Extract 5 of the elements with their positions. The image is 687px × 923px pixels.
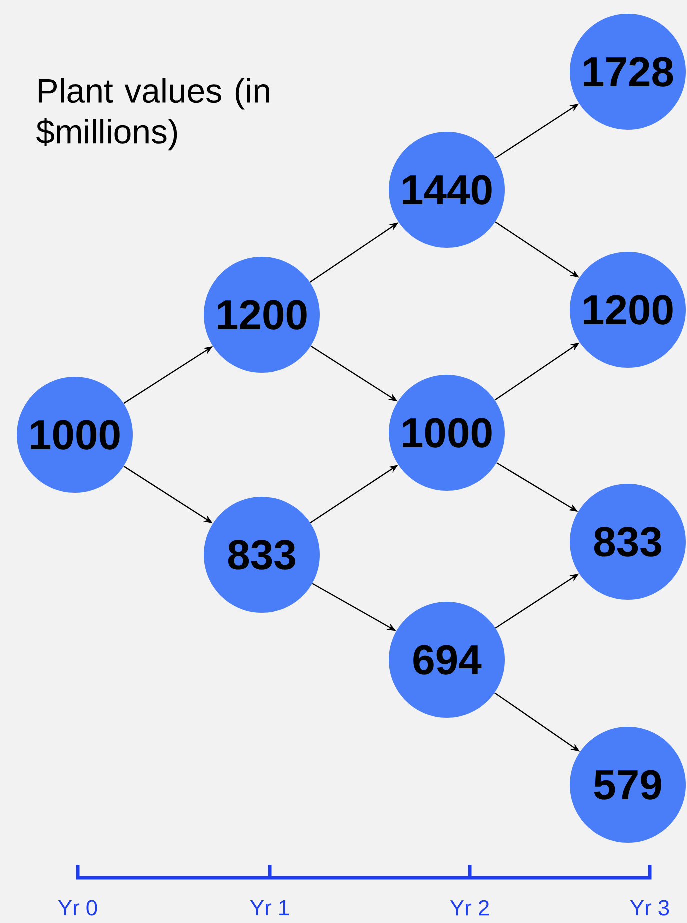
axis-label: Yr 2: [450, 900, 489, 916]
chart-title: Plant values (in $millions): [36, 78, 270, 151]
axis-label: Yr 1: [250, 900, 290, 916]
axis-label: Yr 3: [630, 900, 670, 916]
axis-label: Yr 0: [58, 900, 98, 916]
